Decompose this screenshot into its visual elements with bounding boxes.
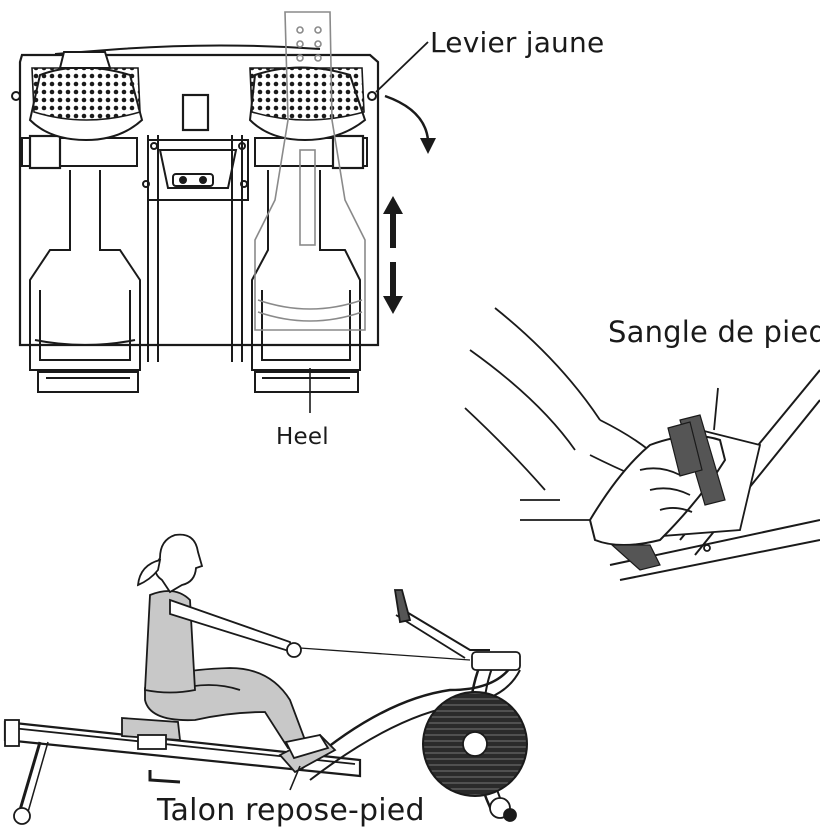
sangle-de-pied-label: Sangle de pied (608, 315, 820, 349)
levier-leader-line (375, 41, 429, 93)
rotation-arrow (384, 94, 430, 141)
talon-repose-pied-label: Talon repose-pied (157, 793, 425, 828)
sangle-leader-line (713, 387, 719, 431)
heel-label: Heel (276, 424, 329, 450)
footrest-assembly (11, 11, 380, 393)
adjust-arrows (383, 196, 403, 314)
foot-strap-detail (464, 307, 820, 581)
rower-machine (3, 589, 528, 825)
talon-leader-line (289, 765, 301, 791)
levier-jaune-label: Levier jaune (430, 26, 605, 59)
levier-indicator (375, 41, 436, 154)
rower-person (136, 533, 330, 760)
